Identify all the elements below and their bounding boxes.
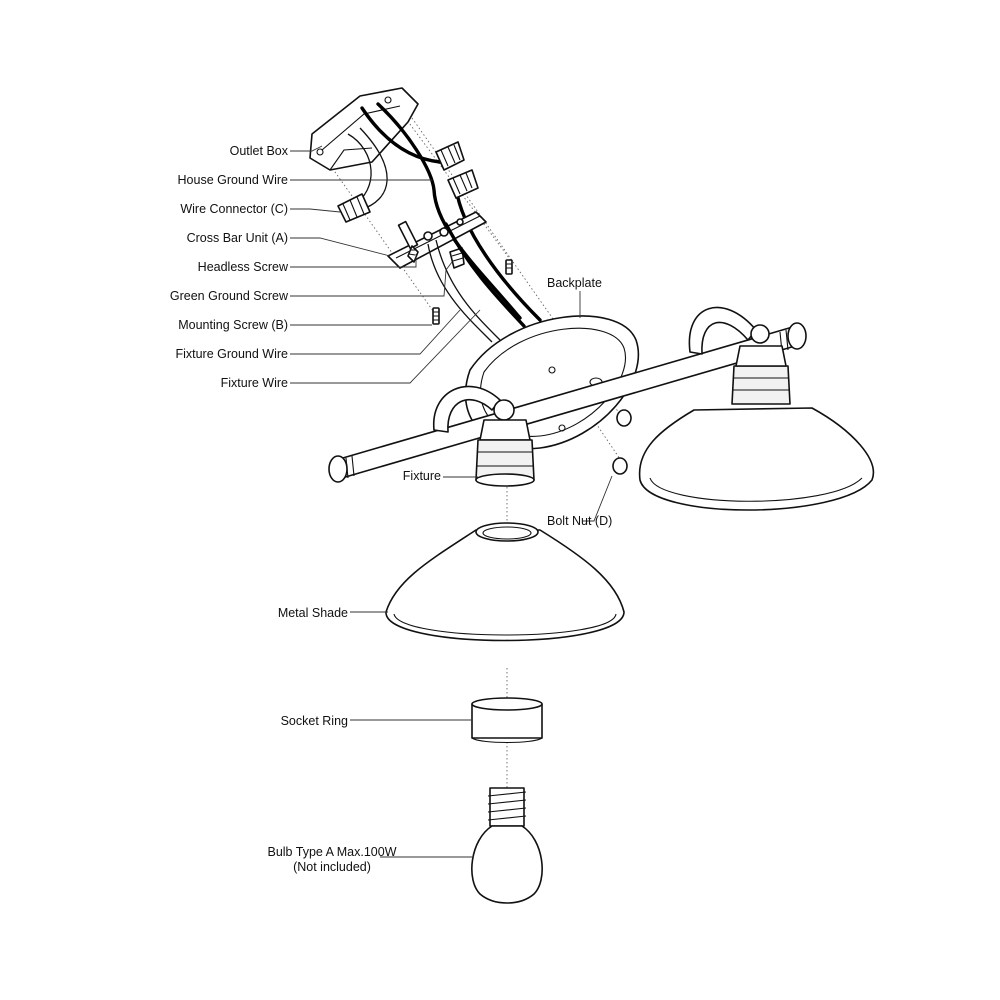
label-fixture-wire: Fixture Wire <box>221 376 288 390</box>
label-fixture-ground-wire: Fixture Ground Wire <box>175 347 288 361</box>
fixture-bar <box>328 306 807 483</box>
label-bolt-nut: Bolt Nut (D) <box>547 514 612 528</box>
bolt-nuts <box>612 409 632 475</box>
label-socket-ring: Socket Ring <box>281 714 348 728</box>
bar-end-cap-left <box>328 455 355 483</box>
label-metal-shade: Metal Shade <box>278 606 348 620</box>
wire-connector-3 <box>337 193 371 223</box>
label-wire-connector: Wire Connector (C) <box>180 202 288 216</box>
headless-screw <box>407 245 419 263</box>
bar-end-cap-right <box>779 322 807 353</box>
wire-connectors <box>337 141 479 223</box>
label-backplate: Backplate <box>547 276 602 290</box>
socket-ring <box>471 697 543 743</box>
outlet-box <box>309 87 419 171</box>
wire-connector-1 <box>435 141 465 171</box>
metal-shade <box>385 522 625 642</box>
label-mounting-screw: Mounting Screw (B) <box>178 318 288 332</box>
label-bulb-line2: (Not included) <box>293 860 371 874</box>
label-house-ground-wire: House Ground Wire <box>178 173 289 187</box>
label-cross-bar-unit: Cross Bar Unit (A) <box>187 231 288 245</box>
label-outlet-box: Outlet Box <box>230 144 289 158</box>
label-headless-screw: Headless Screw <box>198 260 289 274</box>
fixture <box>475 399 535 487</box>
leader-lines <box>290 145 613 858</box>
green-ground-screw <box>449 247 465 269</box>
wire-connector-2 <box>447 169 479 199</box>
label-green-ground-screw: Green Ground Screw <box>170 289 289 303</box>
right-fixture-assembled <box>638 324 875 511</box>
house-wires <box>347 102 542 322</box>
callout-labels: Outlet Box House Ground Wire Wire Connec… <box>170 144 612 874</box>
label-bulb-line1: Bulb Type A Max.100W <box>267 845 396 859</box>
fixture-wires <box>427 222 526 343</box>
bulb <box>471 787 543 904</box>
mounting-screw-left <box>432 307 440 325</box>
mounting-screw-right <box>505 259 513 275</box>
label-fixture: Fixture <box>403 469 441 483</box>
